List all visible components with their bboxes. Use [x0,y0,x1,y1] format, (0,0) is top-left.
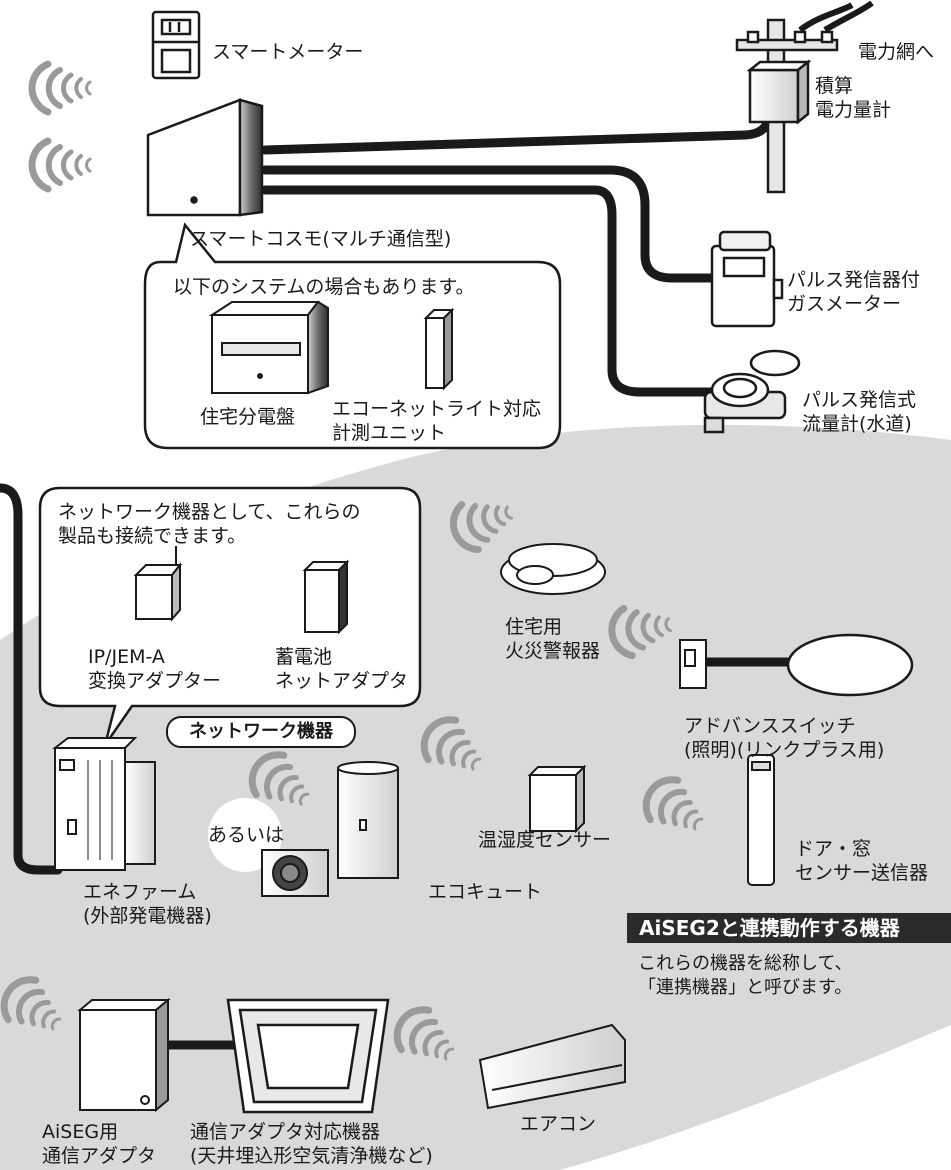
aircon-label: エアコン [520,1113,597,1135]
gas-meter-label: パルス発信器付 ガスメーター [787,269,921,315]
wireless-wave-icon [32,141,90,189]
cable-to-integrating-meter [260,115,773,155]
temp-sensor-label: 温湿度センサー [478,829,612,851]
fire-alarm-icon [500,543,606,595]
smart-cosmo-icon [146,98,264,217]
door-sensor-label: ドア・窓 センサー送信器 [795,838,929,884]
advance-switch-label: アドバンススイッチ (照明)(リンクプラス用) [684,715,885,761]
cable-to-gas-meter [260,165,717,283]
aiseg2-note: これらの機器を総称して、 「連携機器」と呼びます。 [638,953,853,998]
cable-network-left [0,483,63,875]
callout-network-note [38,486,422,746]
network-device-label: ネットワーク機器 [166,716,356,748]
air-purifier-icon [226,998,390,1114]
router-icon [133,546,183,622]
fire-alarm-label: 住宅用 火災警報器 [505,616,601,662]
smart-meter-icon [151,10,201,80]
aiseg-adapter-icon [77,997,171,1113]
grid-label: 電力網へ [858,41,935,63]
battery-adapter-icon [302,559,350,635]
smart-cosmo-label: スマートコスモ(マルチ通信型) [190,228,452,250]
water-meter-icon [703,349,801,434]
measurement-unit-icon [423,307,455,391]
gas-meter-icon [710,230,784,328]
wireless-wave-icon [32,64,90,112]
adapter-device-label: 通信アダプタ対応機器 (天井埋込形空気清浄機など) [190,1121,433,1167]
cable-to-water-meter [260,185,721,397]
ecocute-icon [261,761,399,897]
smart-meter-label: スマートメーター [212,41,364,63]
aircon-icon [478,1023,626,1110]
ceiling-light-icon [786,633,914,697]
door-sensor-icon [747,754,775,886]
aiseg-adapter-label: AiSEG用 通信アダプタ [42,1121,157,1167]
temp-sensor-icon [527,764,587,834]
network-note-text: ネットワーク機器として、これらの 製品も接続できます。 [58,501,361,547]
panel-icon [208,300,329,395]
echonet-unit-label: エコーネットライト対応 計測ユニット [332,398,542,444]
battery-label: 蓄電池 ネットアダプタ [275,646,409,692]
integrating-meter-label: 積算 電力量計 [815,75,892,121]
ip-jem-label: IP/JEM-A 変換アダプター [88,646,222,692]
integrating-meter-icon [746,59,812,125]
switch-icon [679,639,707,689]
enefarm-label: エネファーム (外部発電機器) [83,881,212,927]
system-note-text: 以下のシステムの場合もあります。 [173,276,475,298]
or-label: あるいは [208,824,285,846]
panel-label: 住宅分電盤 [200,406,296,428]
enefarm-icon [52,737,156,871]
water-meter-label: パルス発信式 流量計(水道) [802,389,917,435]
aiseg2-title: AiSEG2と連携動作する機器 [627,913,951,943]
ecocute-label: エコキュート [428,881,543,903]
